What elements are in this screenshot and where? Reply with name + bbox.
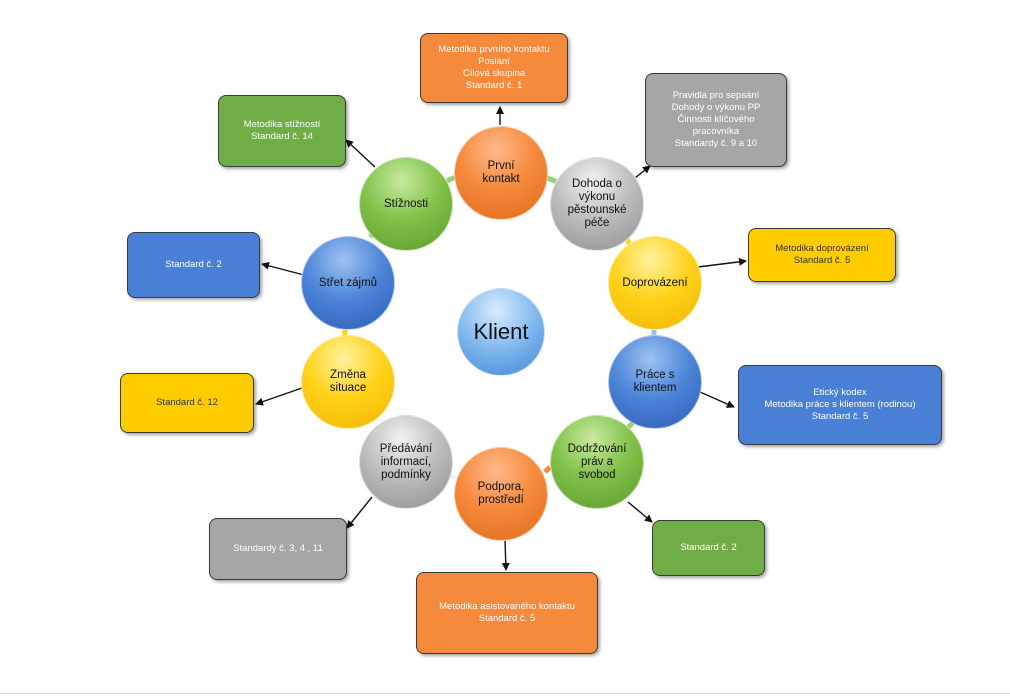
box-text: Metodika asistovaného kontaktu Standard …: [439, 601, 575, 624]
arrow-doprovazeni: [697, 257, 747, 268]
node-stret-zajmu: Střet zájmů: [301, 236, 395, 330]
box-text: Standardy č. 3, 4 , 11: [233, 543, 323, 554]
box-text: Metodika stížností Standard č. 14: [243, 119, 321, 142]
box-text: Standard č. 2: [680, 542, 737, 553]
box-dohoda: Pravidla pro sepsání Dohody o výkonu PP …: [645, 73, 787, 167]
arrow-dodrzovani: [627, 501, 653, 523]
box-text: Etický kodex Metodika práce s klientem (…: [764, 387, 916, 422]
node-label: Doprovázení: [622, 276, 688, 289]
node-podpora: Podpora, prostředí: [454, 447, 548, 541]
box-text: Pravidla pro sepsání Dohody o výkonu PP …: [671, 90, 761, 149]
center-label: Klient: [473, 319, 529, 344]
arrow-zmena: [255, 387, 303, 406]
node-doprovazeni: Doprovázení: [608, 236, 702, 330]
arrow-stiznosti: [345, 139, 376, 168]
node-stiznosti: Stížnosti: [359, 157, 453, 251]
arrow-stret: [261, 261, 305, 276]
node-prvni-kontakt: První kontakt: [454, 126, 548, 220]
node-zmena-situace: Změna situace: [301, 335, 395, 429]
box-stret-zajmu: Standard č. 2: [127, 232, 260, 298]
node-label: Stížnosti: [383, 197, 429, 210]
node-label: Dodržování práv a svobod: [567, 442, 627, 481]
arrow-predavani: [346, 496, 373, 529]
node-label: První kontakt: [482, 160, 520, 185]
box-predavani: Standardy č. 3, 4 , 11: [209, 518, 347, 580]
box-text: Metodika doprovázení Standard č. 5: [775, 243, 869, 266]
arrow-podpora: [501, 539, 510, 571]
node-label: Dohoda o výkonu pěstounské péče: [567, 178, 627, 229]
box-text: Metodika prvního kontaktu Poslání Cílová…: [438, 44, 550, 91]
node-dohoda: Dohoda o výkonu pěstounské péče: [550, 157, 644, 251]
box-stiznosti: Metodika stížností Standard č. 14: [218, 95, 346, 167]
box-zmena-situace: Standard č. 12: [120, 373, 254, 433]
node-label: Střet zájmů: [318, 276, 378, 289]
center-node-klient: Klient: [457, 288, 545, 376]
node-dodrzovani: Dodržování práv a svobod: [550, 415, 644, 509]
arrow-prace: [699, 391, 735, 408]
node-prace-s-klientem: Práce s klientem: [608, 335, 702, 429]
box-text: Standard č. 12: [156, 397, 218, 408]
box-dodrzovani: Standard č. 2: [652, 520, 765, 576]
node-predavani: Předávání informací, podmínky: [359, 415, 453, 509]
box-text: Standard č. 2: [165, 259, 222, 270]
box-doprovazeni: Metodika doprovázení Standard č. 5: [748, 228, 896, 282]
bottom-divider: [0, 693, 1010, 694]
node-label: Práce s klientem: [633, 369, 677, 394]
node-label: Změna situace: [329, 369, 367, 394]
node-label: Podpora, prostředí: [477, 481, 525, 506]
box-prvni-kontakt: Metodika prvního kontaktu Poslání Cílová…: [420, 33, 568, 103]
node-label: Předávání informací, podmínky: [379, 442, 433, 481]
box-prace-s-klientem: Etický kodex Metodika práce s klientem (…: [738, 365, 942, 445]
box-podpora: Metodika asistovaného kontaktu Standard …: [416, 572, 598, 654]
